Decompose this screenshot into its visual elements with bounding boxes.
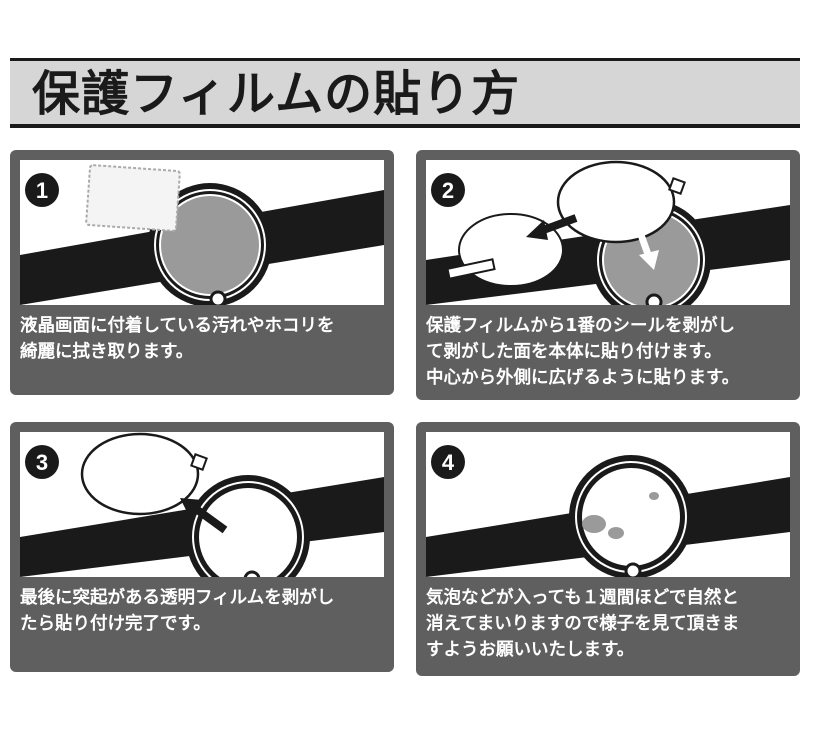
step-card-3: 3 最後に突起がある透明フィルムを剥がし たら貼り付け完了です。 xyxy=(10,422,394,672)
step-4-illustration: 4 xyxy=(426,432,790,577)
step-1-illustration: 1 xyxy=(20,160,384,305)
page-title: 保護フィルムの貼り方 xyxy=(32,66,521,122)
step-number: 1 xyxy=(36,178,48,203)
step-card-4: 4 気泡などが入っても１週間ほどで自然と 消えてまいりますので様子を見て頂きま … xyxy=(416,422,800,676)
watch-button xyxy=(645,293,663,305)
title-bar: 保護フィルムの貼り方 xyxy=(10,58,800,128)
step-number: 2 xyxy=(442,178,454,203)
step-card-1: 1 液晶画面に付着している汚れやホコリを 綺麗に拭き取ります。 xyxy=(10,150,394,395)
watch-screen xyxy=(197,486,299,577)
watch-button xyxy=(243,570,261,577)
step-card-2: 2 保護フィルムから1番のシールを剥がし て剥がした面を本体に貼り付けます。 中… xyxy=(416,150,800,400)
step-3-illustration: 3 xyxy=(20,432,384,577)
step-2-illustration: 2 xyxy=(426,160,790,305)
step-caption: 最後に突起がある透明フィルムを剥がし たら貼り付け完了です。 xyxy=(20,588,335,634)
air-bubble xyxy=(649,492,659,500)
step-caption: 液晶画面に付着している汚れやホコリを 綺麗に拭き取ります。 xyxy=(20,316,335,362)
step-number: 3 xyxy=(36,450,48,475)
step-number-badge xyxy=(431,445,465,479)
watch-button xyxy=(624,562,642,577)
sticker-tab xyxy=(446,258,496,280)
protective-film xyxy=(556,160,676,244)
step-number: 4 xyxy=(442,450,455,475)
step-number-badge xyxy=(431,173,465,207)
step-number-badge xyxy=(25,445,59,479)
arrow-up-left-icon xyxy=(189,502,228,534)
watch-screen xyxy=(159,194,261,296)
watch-button xyxy=(209,290,227,305)
step-caption: 気泡などが入っても１週間ほどで自然と 消えてまいりますので様子を見て頂きま すよ… xyxy=(426,588,740,660)
step-number-badge xyxy=(25,173,59,207)
air-bubble xyxy=(608,527,624,539)
air-bubble xyxy=(582,515,606,533)
step-caption: 保護フィルムから1番のシールを剥がし て剥がした面を本体に貼り付けます。 中心か… xyxy=(426,316,740,388)
film-tab xyxy=(668,177,686,195)
cleaning-cloth-icon xyxy=(85,164,181,232)
clear-film xyxy=(80,432,200,516)
film-tab xyxy=(190,453,208,471)
